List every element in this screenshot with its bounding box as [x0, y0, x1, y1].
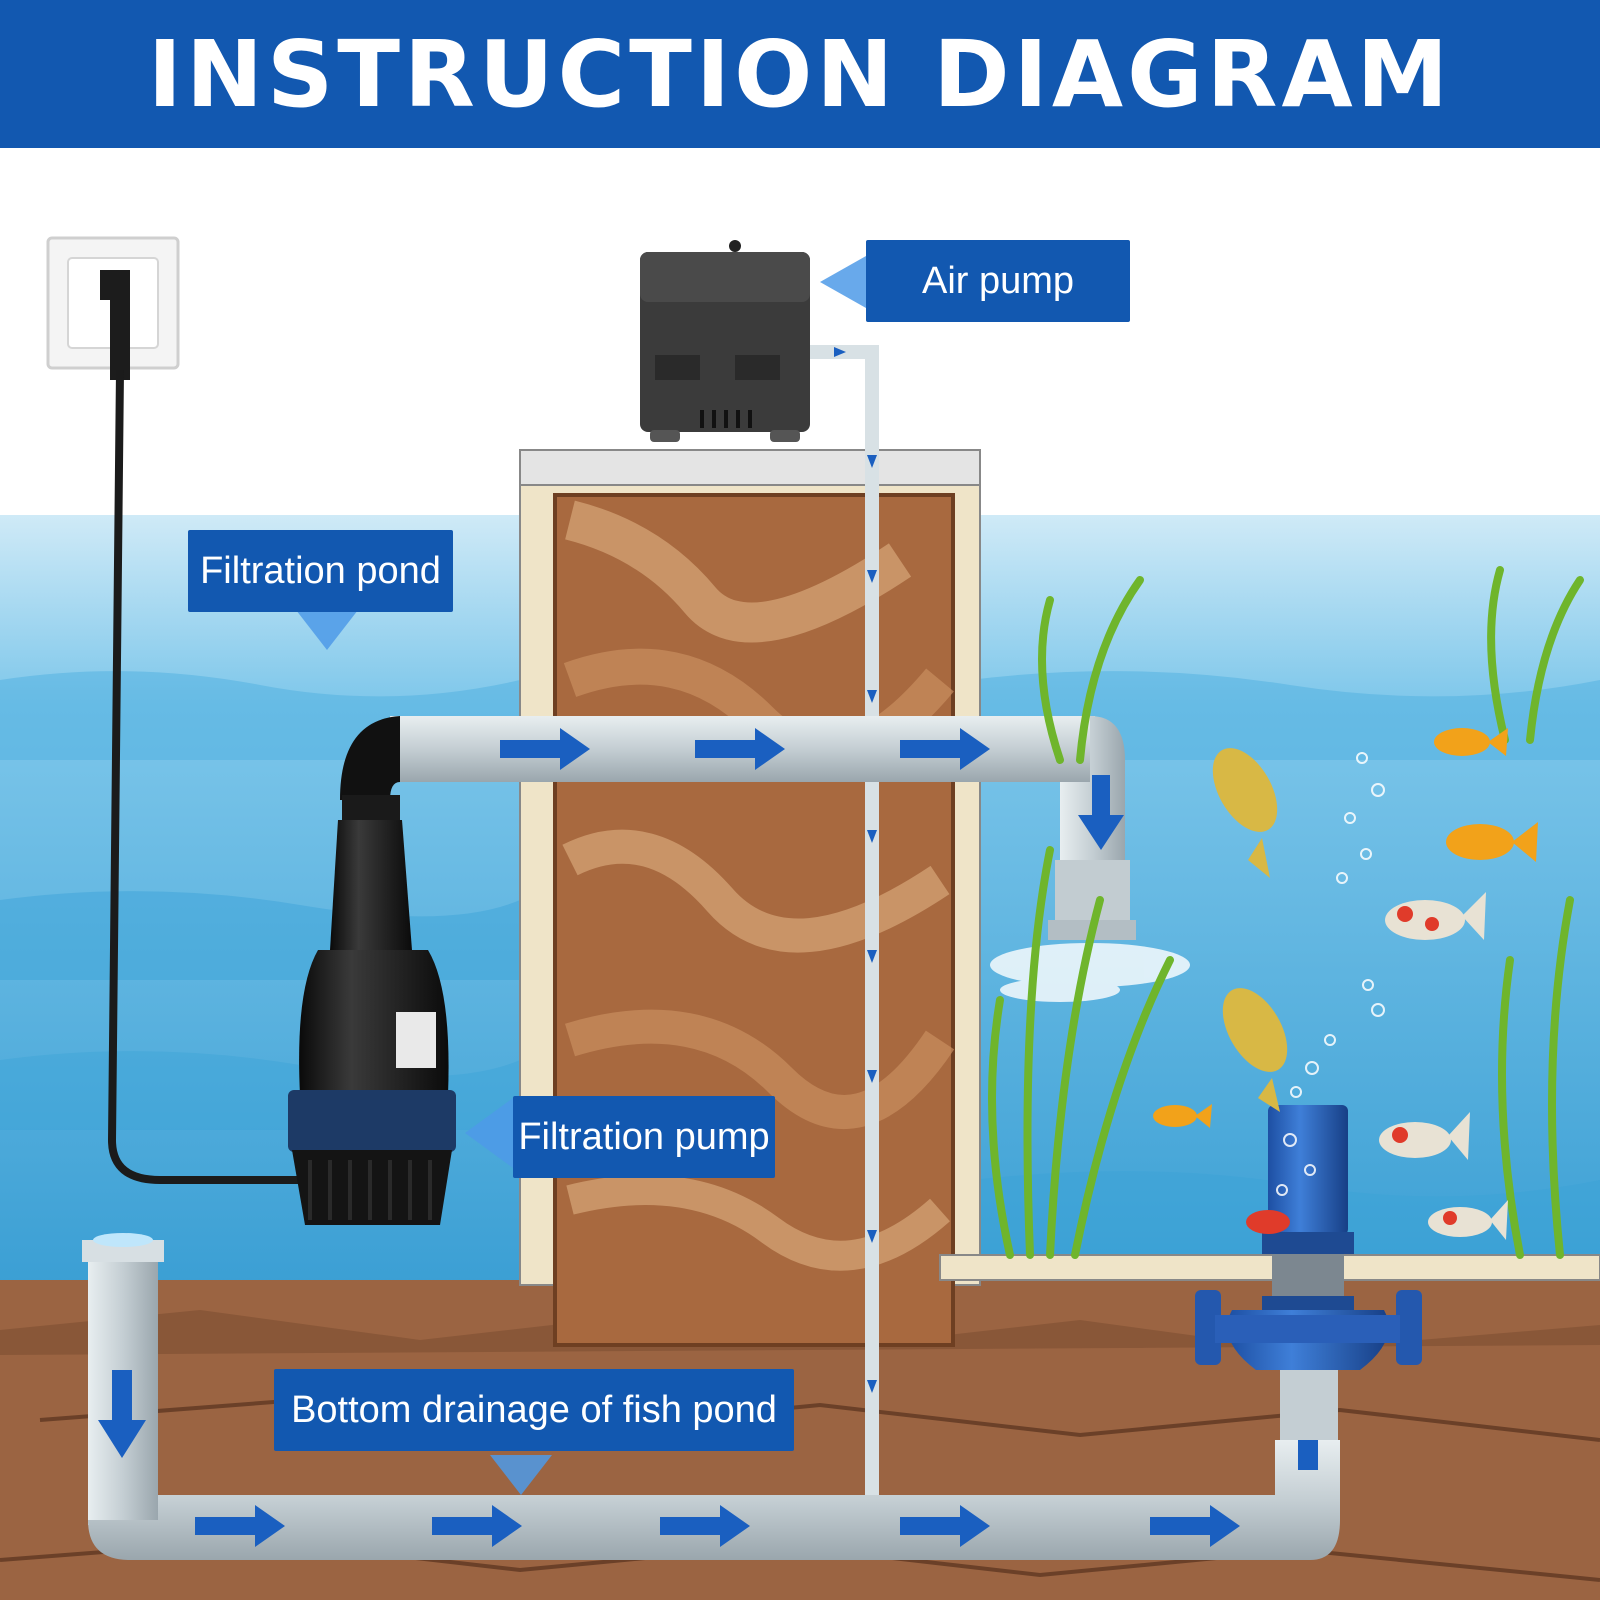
air-tube-arrows	[834, 347, 877, 1393]
air-pump-label: Air pump	[866, 240, 1130, 322]
filtration-pump-unit	[288, 716, 456, 1225]
page-title: INSTRUCTION DIAGRAM	[147, 20, 1453, 128]
power-cord	[107, 369, 300, 1184]
bottom-drainage-label: Bottom drainage of fish pond	[274, 1369, 794, 1451]
diagram-scene	[0, 236, 1600, 1600]
label-pointers	[296, 256, 866, 1495]
aquatic-plants	[988, 566, 1584, 1259]
drain-pipe-arrows	[98, 1370, 1332, 1547]
return-pipe-arrows	[500, 728, 1124, 850]
circulation-pump-unit	[1195, 1105, 1422, 1440]
air-tube	[810, 345, 879, 1500]
air-bubbles	[1276, 752, 1385, 1196]
header-banner: INSTRUCTION DIAGRAM	[0, 0, 1600, 148]
air-pump-unit	[640, 240, 810, 442]
wall-socket	[46, 236, 180, 380]
koi-fish	[1153, 728, 1538, 1240]
filtration-pump-label: Filtration pump	[513, 1096, 775, 1178]
filtration-pond-label: Filtration pond	[188, 530, 453, 612]
